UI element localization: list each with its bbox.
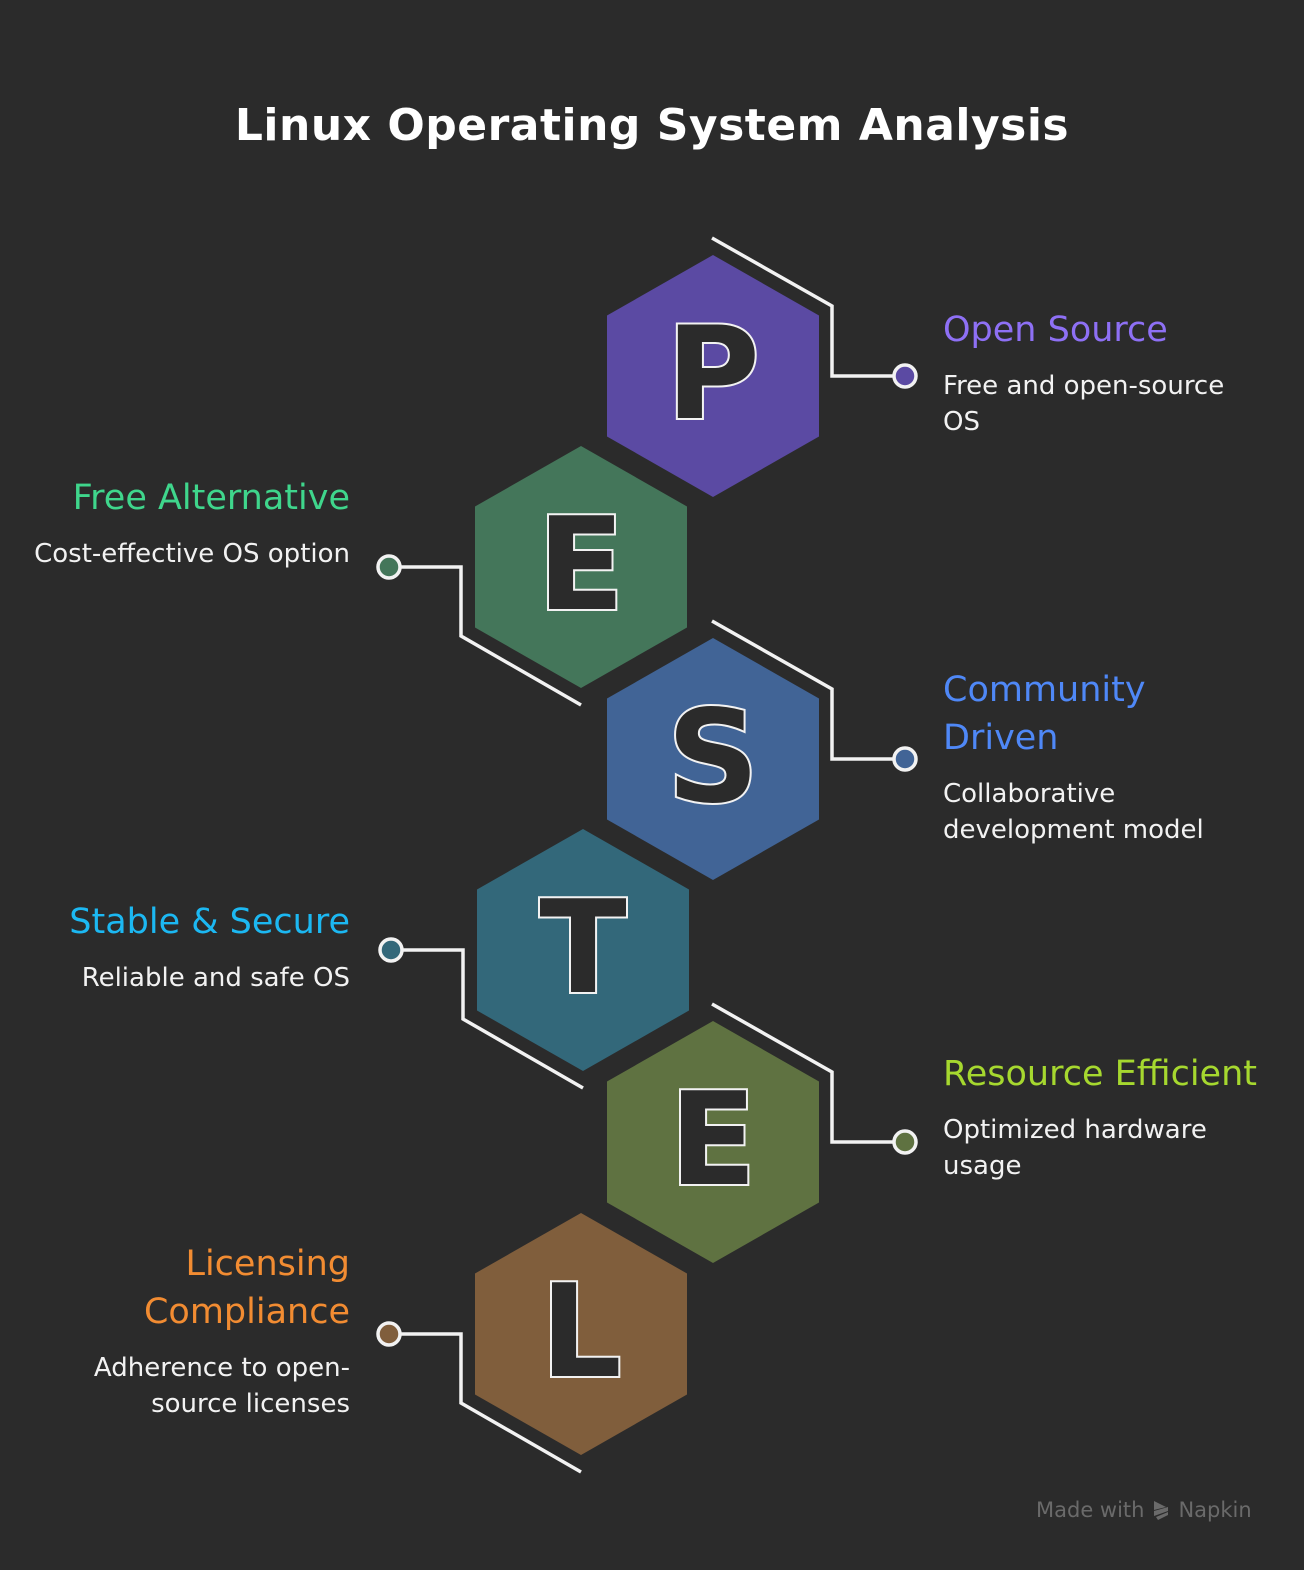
hexagon-shape [477, 829, 689, 1071]
hexagon-letter: P [666, 300, 760, 449]
hexagon-e-4: E [607, 1021, 819, 1263]
factor-description: Optimized hardware usage [943, 1115, 1207, 1181]
connector-line [401, 565, 582, 707]
factor-title: Licensing Compliance [143, 1244, 350, 1332]
connector-dot [892, 363, 918, 389]
hexagon-letter: E [669, 1066, 756, 1215]
connector-line [711, 236, 893, 378]
connector-line [401, 1332, 582, 1474]
hexagon-letter: T [539, 874, 626, 1023]
factor-title: Resource Efficient [943, 1054, 1257, 1094]
hexagon-letter: E [537, 491, 624, 640]
factor-description: Adherence to open-source licenses [93, 1353, 350, 1419]
factor-description: Reliable and safe OS [81, 963, 350, 993]
connector-line [711, 619, 893, 761]
hexagon-letter: L [540, 1258, 622, 1407]
connector-dot [376, 554, 402, 580]
hexagon-shape [475, 446, 687, 688]
connector-dot [376, 1321, 402, 1347]
watermark-brand: Napkin [1178, 1498, 1252, 1522]
factor-description: Collaborative development model [943, 779, 1204, 845]
hexagon-t-3: T [477, 829, 689, 1071]
napkin-logo-icon [1154, 1501, 1169, 1520]
watermark-prefix: Made with [1036, 1498, 1145, 1522]
factor-title: Free Alternative [72, 478, 350, 518]
factor-title: Stable & Secure [69, 902, 350, 942]
factor-description: Cost-effective OS option [34, 539, 350, 569]
connector-dot [892, 1129, 918, 1155]
connector-dot [378, 937, 404, 963]
hexagon-p-0: P [607, 255, 819, 497]
hexagon-shape [475, 1213, 687, 1455]
hexagon-e-1: E [475, 446, 687, 688]
factor-title: Community Driven [943, 670, 1146, 758]
hexagon-shape [607, 638, 819, 880]
diagram-title: Linux Operating System Analysis [234, 100, 1070, 151]
connector-dot [892, 746, 918, 772]
connector-line [403, 948, 584, 1090]
hexagon-s-2: S [607, 638, 819, 880]
connector-line [711, 1002, 893, 1144]
factor-description: Free and open-source OS [943, 371, 1225, 437]
watermark: Made with Napkin [1036, 1498, 1252, 1522]
hexagon-l-5: L [475, 1213, 687, 1455]
hexagon-letter: S [667, 683, 759, 832]
factor-title: Open Source [943, 310, 1168, 350]
hexagon-shape [607, 255, 819, 497]
hexagon-shape [607, 1021, 819, 1263]
